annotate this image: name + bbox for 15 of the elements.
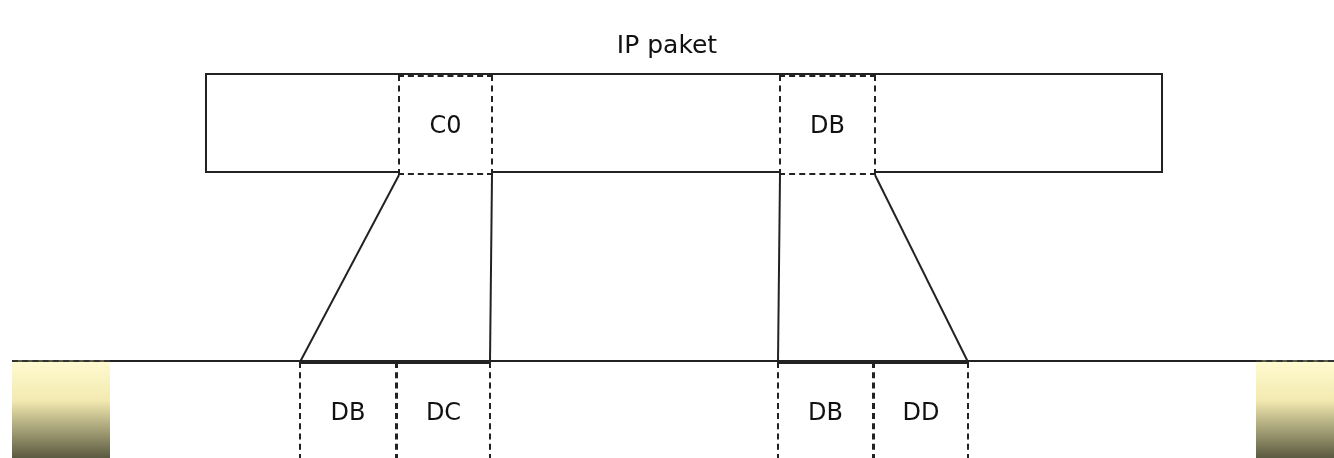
byte-cell: DB <box>777 362 874 458</box>
byte-cell: C0 <box>398 75 493 175</box>
byte-cell: DC <box>396 362 491 458</box>
gradient-block <box>1256 360 1334 458</box>
diagram-title: IP paket <box>615 30 719 59</box>
connector-line <box>489 174 493 363</box>
gradient-block <box>12 360 110 458</box>
connector-line <box>299 174 400 363</box>
packet-bar <box>205 73 1163 173</box>
connector-line <box>777 174 781 363</box>
byte-cell: DB <box>299 362 397 458</box>
byte-cell: DD <box>873 362 969 458</box>
data-strip <box>110 360 1256 458</box>
byte-cell: DB <box>779 75 876 175</box>
connector-line <box>874 174 969 363</box>
